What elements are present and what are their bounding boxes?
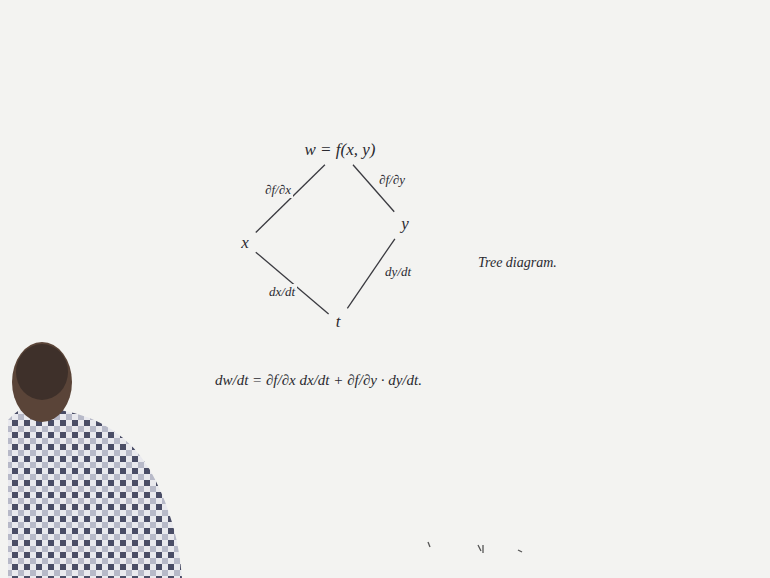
- stray-marks: [428, 542, 522, 553]
- tree-node: t: [332, 310, 345, 334]
- lecturer-figure: [8, 342, 182, 578]
- diagram-caption: Tree diagram.: [478, 255, 557, 271]
- tree-node: x: [237, 231, 253, 255]
- tree-node: w = f(x, y): [301, 138, 380, 162]
- tree-node: y: [397, 212, 413, 236]
- node-text: y: [401, 214, 409, 234]
- derivative-label: ∂f/∂x: [263, 182, 293, 198]
- chain-rule-formula: dw/dt = ∂f/∂x dx/dt + ∂f/∂y · dy/dt.: [215, 372, 422, 389]
- node-text: t: [336, 312, 341, 332]
- tree-branch: [256, 165, 325, 233]
- derivative-label: ∂f/∂y: [377, 172, 407, 188]
- node-text: w = f(x, y): [305, 140, 376, 160]
- node-text: x: [241, 233, 249, 253]
- derivative-label: dy/dt: [383, 264, 413, 280]
- tree-branch: [256, 252, 329, 314]
- derivative-label: dx/dt: [267, 284, 297, 300]
